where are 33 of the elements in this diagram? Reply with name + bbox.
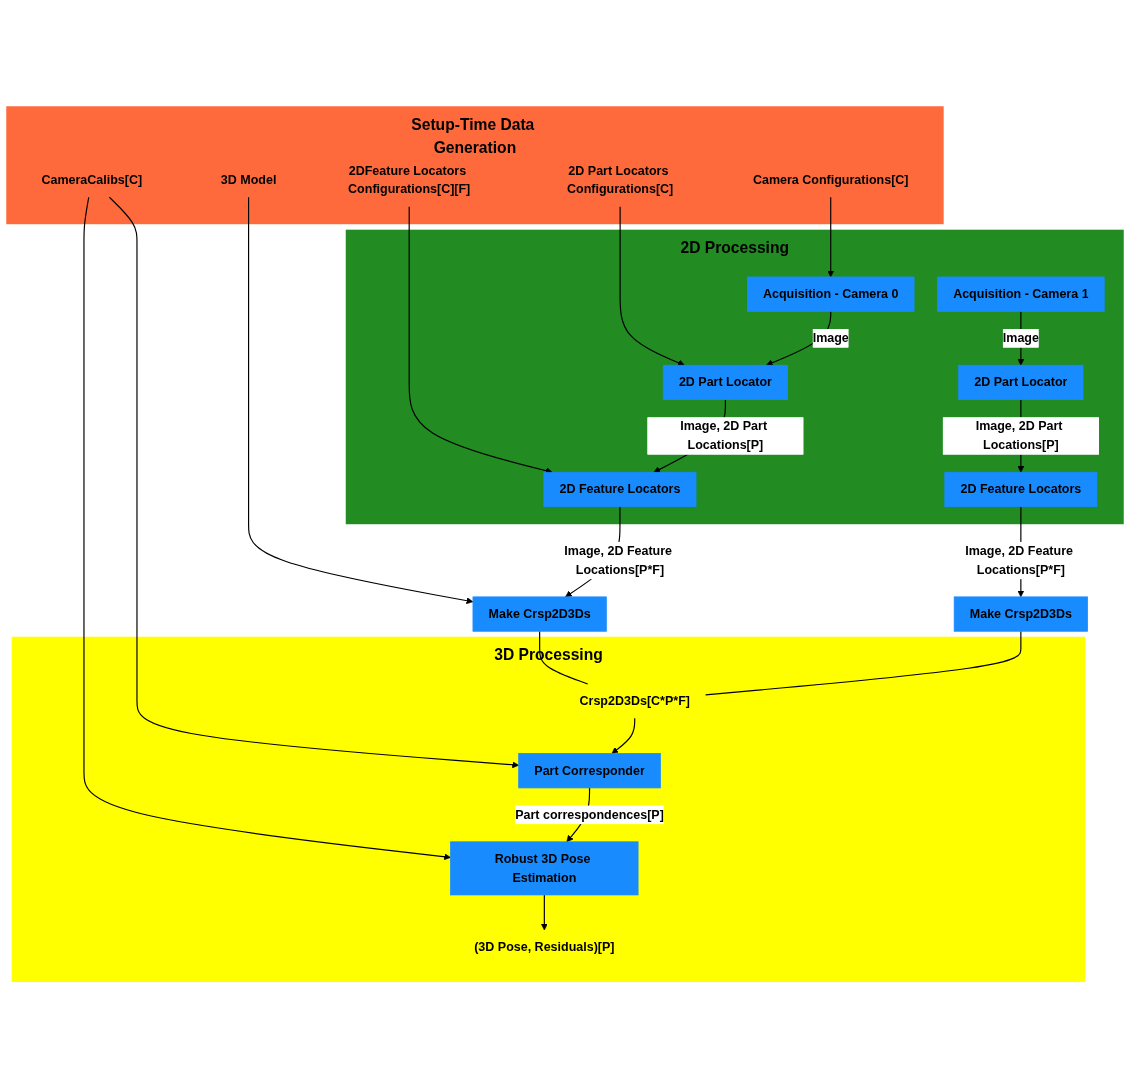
arrow xyxy=(540,894,548,931)
edge-label: Part correspondences[P] xyxy=(515,807,664,821)
arrow xyxy=(827,196,835,278)
arrow xyxy=(83,196,451,860)
arrow xyxy=(408,205,553,474)
edge-label: Image, 2D Part Locations[P] xyxy=(680,419,768,452)
connector xyxy=(705,630,1022,696)
node-box: Robust 3D Pose Estimation xyxy=(450,841,639,896)
arrow xyxy=(611,717,636,754)
node-text: CameraCalibs[C] xyxy=(41,172,143,187)
edge-label: Image xyxy=(812,331,849,345)
node-text: (3D Pose, Residuals)[P] xyxy=(474,940,615,954)
node-text: 2D Part Locators Configurations[C] xyxy=(567,163,674,196)
node-box: Part Corresponder xyxy=(518,753,661,789)
arrow xyxy=(619,205,685,366)
node-box: Make Crsp2D3Ds xyxy=(472,596,607,632)
node-box: Acquisition - Camera 0 xyxy=(747,276,915,312)
node-box: 2D Feature Locators xyxy=(944,471,1098,507)
arrow xyxy=(248,196,474,604)
node-box: Acquisition - Camera 1 xyxy=(937,276,1105,312)
node-box: 2D Part Locator xyxy=(958,364,1084,400)
node-box: 2D Feature Locators xyxy=(543,471,697,507)
arrow xyxy=(108,196,519,769)
edge-label: Image, 2D Part Locations[P] xyxy=(975,419,1063,452)
node-text: 3D Model xyxy=(220,172,277,187)
node-text: Camera Configurations[C] xyxy=(752,172,909,187)
node-text: Crsp2D3Ds[C*P*F] xyxy=(579,693,690,708)
node-box: Make Crsp2D3Ds xyxy=(953,596,1088,632)
node-text: 2DFeature Locators Configurations[C][F] xyxy=(348,163,471,196)
edge-label: Image xyxy=(1002,331,1039,345)
node-box: 2D Part Locator xyxy=(662,364,788,400)
edge-label: Image, 2D Feature Locations[P*F] xyxy=(965,543,1073,577)
edge-label: Image, 2D Feature Locations[P*F] xyxy=(564,543,673,577)
